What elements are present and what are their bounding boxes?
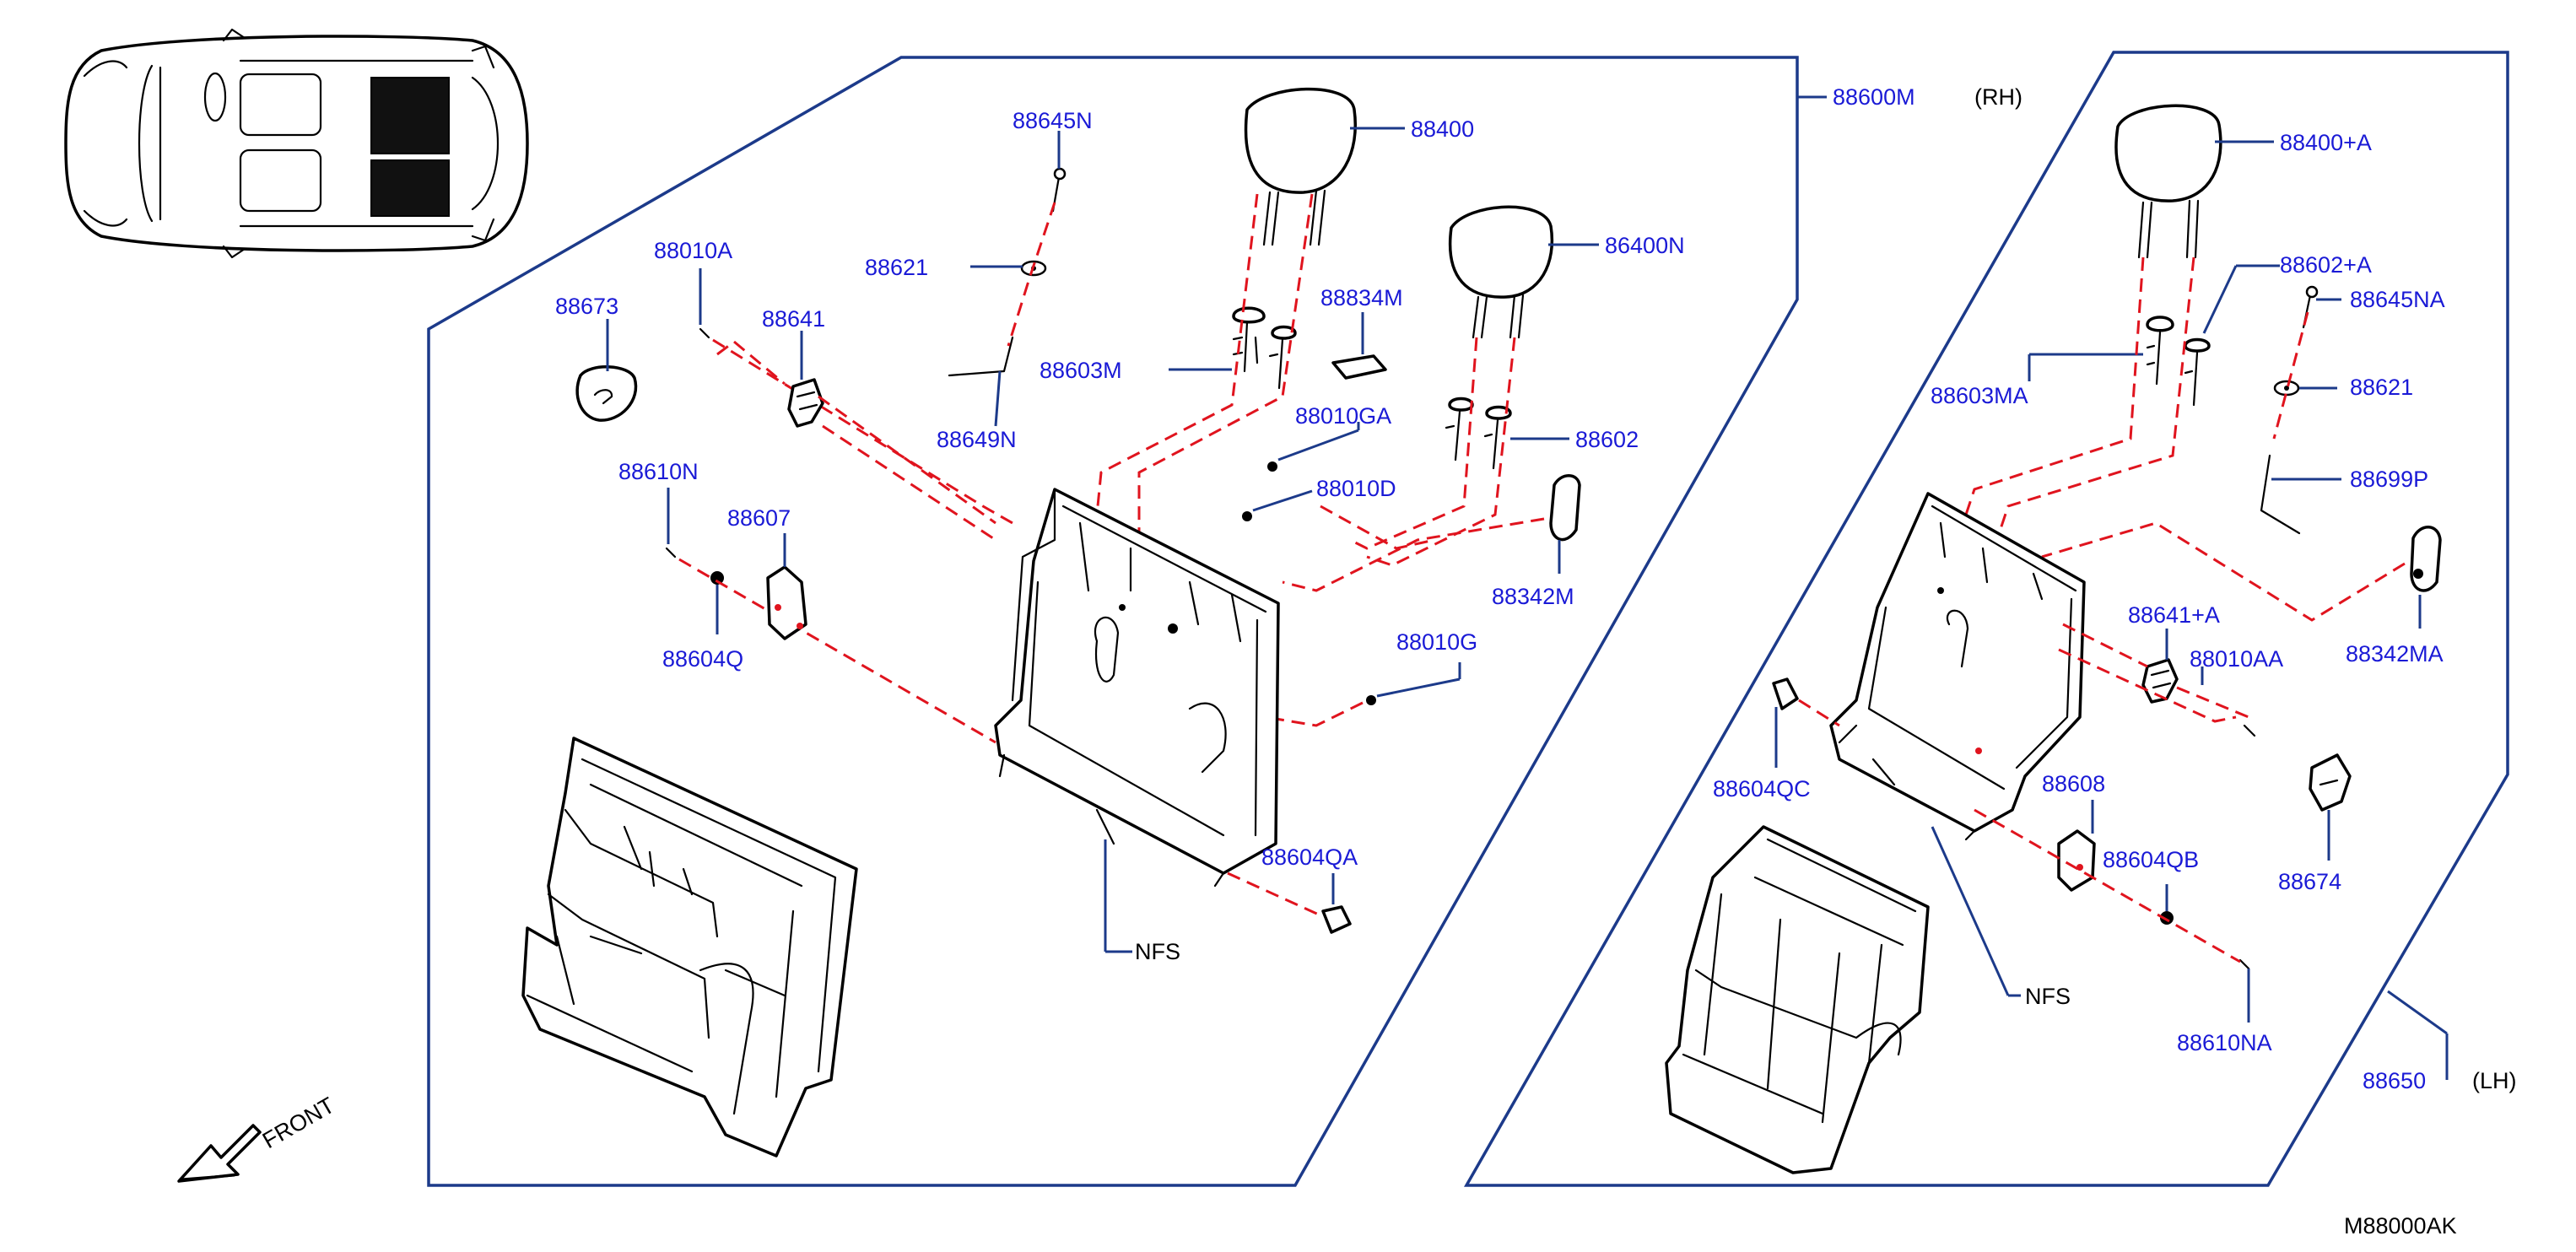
bracket-88607 [766,565,807,640]
part-88010D: 88010D [1316,476,1396,501]
guide-88602 [1445,397,1512,470]
clip-88621-lh [2273,380,2300,397]
nfs-label-rh: NFS [1135,939,1180,964]
cap-88673 [575,365,638,422]
screw-88010A [699,327,710,339]
part-88602: 88602 [1575,427,1639,452]
rh-assembly-boundary [427,56,1799,1187]
part-88602A: 88602+A [2280,252,2372,278]
seat-cushion-rh [521,737,858,1158]
lh-assembly-boundary [1463,51,2509,1187]
part-88621: 88621 [865,255,928,280]
seatback-frame-lh [1829,492,2086,841]
part-88699P: 88699P [2350,467,2428,492]
part-88834M: 88834M [1320,285,1403,310]
screw-88610NA [2238,958,2250,970]
seat-cushion-lh [1665,825,1930,1174]
part-88603M: 88603M [1040,358,1122,383]
wire-88699P [2260,454,2301,535]
part-88649N: 88649N [937,427,1017,452]
lh-side-label: (LH) [2472,1068,2517,1093]
part-86400N: 86400N [1605,233,1685,258]
part-88400A: 88400+A [2280,130,2372,155]
rh-side-label: (RH) [1974,84,2022,110]
screw-88010AA [2243,724,2256,737]
lh-assembly-number: 88650 [2363,1068,2426,1093]
part-88010GA: 88010GA [1295,403,1391,429]
cover-88342M [1549,474,1581,542]
part-88342MA: 88342MA [2346,641,2444,666]
part-88641A: 88641+A [2128,602,2220,628]
part-88603MA: 88603MA [1931,383,2028,408]
vehicle-locator-icon [64,28,529,259]
part-88645NA: 88645NA [2350,287,2445,312]
part-88610NA: 88610NA [2177,1030,2272,1055]
headrest-86400N [1448,205,1554,339]
part-88621-lh: 88621 [2350,375,2413,400]
bushing-88604QB [2160,911,2174,925]
part-88604QC: 88604QC [1713,776,1811,801]
guide-88602A [2146,316,2211,407]
part-88607: 88607 [727,505,791,531]
bushing-88604QC [1772,677,1799,710]
bracket-88608 [2057,829,2096,892]
part-88641: 88641 [762,306,825,332]
part-88604QB: 88604QB [2103,847,2199,872]
part-88608: 88608 [2042,771,2105,796]
part-88673: 88673 [555,294,618,319]
part-88010A: 88010A [654,238,732,263]
rh-assembly-number: 88600M [1833,84,1915,110]
bolt-88010D [1242,511,1252,521]
screw-88610N [665,547,677,559]
headrest-88400 [1244,87,1357,246]
part-88604Q: 88604Q [662,646,743,672]
cover-88342MA [2410,526,2442,592]
button-88834M [1331,354,1387,380]
seatback-frame-rh [994,488,1280,888]
latch-88641 [787,378,824,428]
nfs-label-lh: NFS [2025,984,2071,1009]
front-direction-arrow: FRONT [177,1093,339,1183]
part-88610N: 88610N [618,459,699,484]
bushing-88604QA [1321,905,1352,934]
part-88342M: 88342M [1492,584,1574,609]
part-88010AA: 88010AA [2190,646,2283,672]
part-88604QA: 88604QA [1261,845,1358,870]
diagram-id: M88000AK [2344,1213,2457,1239]
part-88645N: 88645N [1013,108,1093,133]
trim-88674 [2309,753,2352,812]
guide-88603M [1232,306,1297,390]
part-88674: 88674 [2278,869,2341,894]
part-88010G: 88010G [1396,629,1477,655]
wire-88649N [948,336,1014,377]
bolt-88010GA [1267,461,1277,472]
part-88400: 88400 [1411,116,1474,142]
bushing-88604Q [710,571,724,585]
headrest-88400A [2114,104,2222,259]
bolt-88010G [1366,695,1376,705]
front-label: FRONT [258,1093,339,1153]
